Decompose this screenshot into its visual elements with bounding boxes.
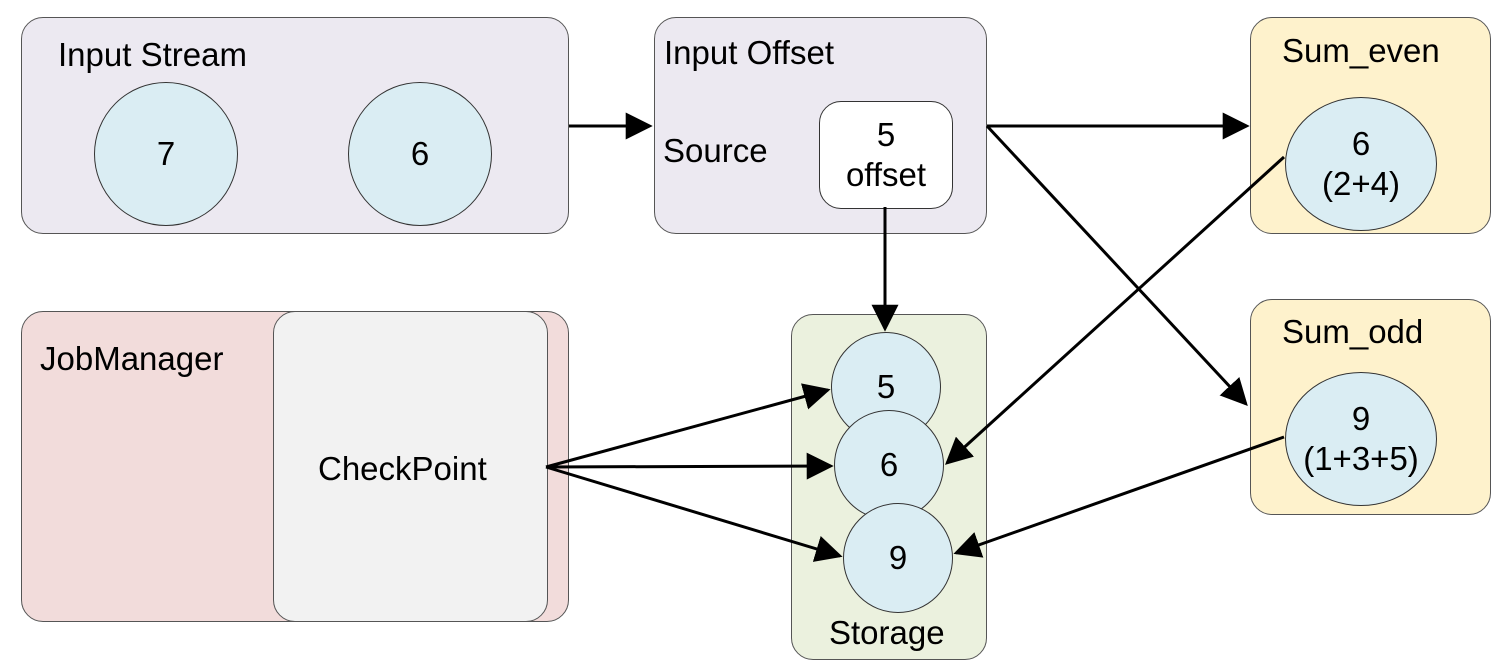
job-manager-title: JobManager: [40, 340, 224, 377]
stream-value-circle: 6: [348, 82, 492, 226]
sum-even-circle: 6 (2+4): [1285, 97, 1437, 231]
stream-value: 6: [410, 135, 430, 173]
arrow-checkpoint-to-storage: [545, 452, 834, 480]
checkpoint-label: CheckPoint: [318, 450, 487, 487]
sum-odd-value: 9: [1351, 400, 1371, 438]
arrow-checkpoint-to-storage: [545, 383, 831, 469]
offset-node: 5 offset: [819, 101, 953, 209]
sum-even-title: Sum_even: [1282, 32, 1440, 69]
source-label: Source: [663, 132, 768, 169]
sum-odd-box: Sum_odd 9 (1+3+5): [1250, 299, 1491, 515]
sum-odd-expr: (1+3+5): [1303, 440, 1419, 477]
storage-value-circle: 9: [843, 503, 953, 613]
storage-value: 6: [879, 446, 899, 484]
offset-label: offset: [845, 156, 927, 193]
storage-value: 5: [876, 368, 896, 406]
stream-value: 7: [156, 135, 176, 173]
arrow-sum-odd-to-storage: [953, 435, 1285, 558]
sum-even-expr: (2+4): [1322, 165, 1400, 202]
storage-title: Storage: [829, 614, 945, 651]
input-stream-box: Input Stream 7 6: [21, 17, 569, 234]
sum-even-value: 6: [1351, 125, 1371, 163]
offset-value: 5: [876, 116, 896, 154]
checkpoint-box: CheckPoint: [273, 311, 548, 622]
storage-value: 9: [888, 539, 908, 577]
input-offset-box: Input Offset Source 5 offset: [654, 17, 987, 234]
input-offset-title: Input Offset: [664, 34, 834, 71]
sum-even-box: Sum_even 6 (2+4): [1250, 17, 1491, 234]
sum-odd-circle: 9 (1+3+5): [1285, 372, 1437, 506]
input-stream-title: Input Stream: [58, 36, 247, 73]
arrow-sum-even-to-storage: [945, 155, 1286, 465]
sum-odd-title: Sum_odd: [1282, 313, 1424, 350]
stream-value-circle: 7: [94, 82, 238, 226]
arrow-offset-to-sum-odd: [985, 124, 1248, 406]
